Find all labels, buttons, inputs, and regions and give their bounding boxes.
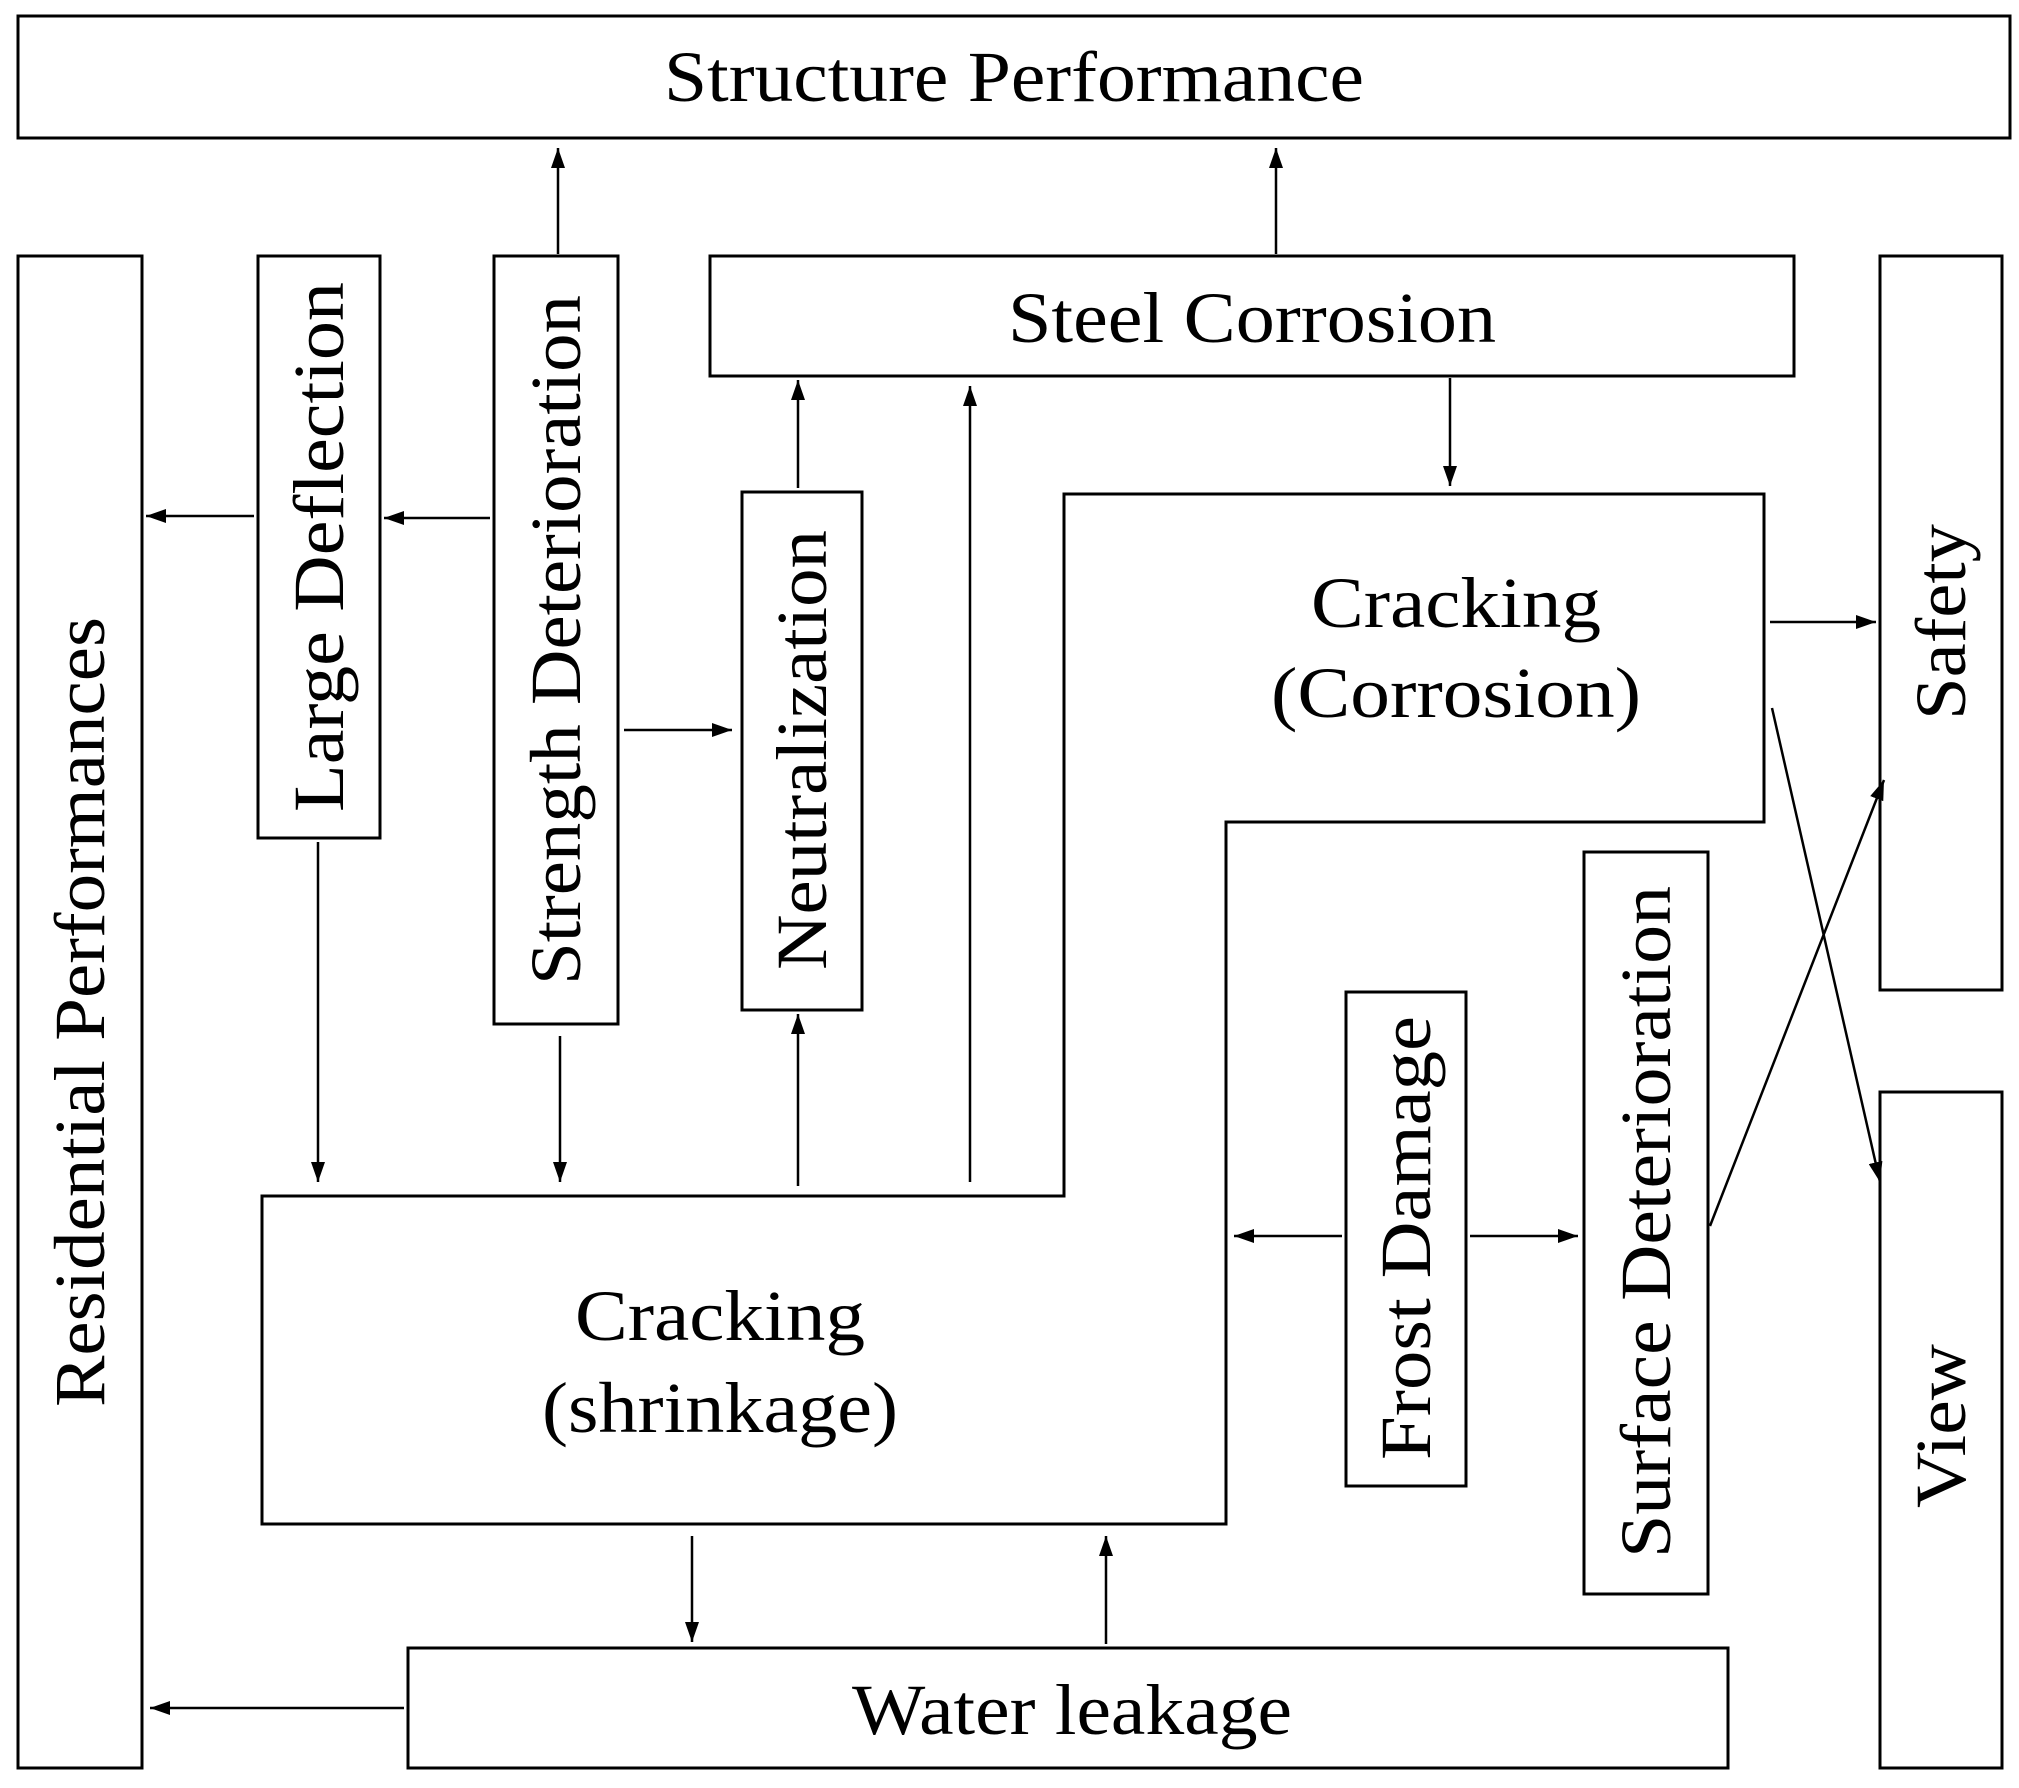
residential-performances-box: [16, 254, 144, 1770]
large-deflection-box: [256, 254, 382, 840]
cracking-shrinkage-label-line2: (shrinkage): [542, 1368, 898, 1448]
residential-performances-label: Residential Performances: [40, 617, 120, 1407]
cracking-region-outline: [260, 492, 1766, 1526]
neutralization-label: Neutralization: [762, 530, 842, 970]
arrow-cracking-corrosion-to-view: [1770, 707, 1883, 1183]
strength-deterioration-box: [492, 254, 620, 1026]
cracking-corrosion-label-line2: (Corrosion): [1271, 653, 1641, 733]
cracking-corrosion-label-line1: Cracking: [1311, 563, 1601, 643]
structure-performance-box: [16, 14, 2012, 140]
surface-deterioration-box: [1582, 850, 1710, 1596]
view-label: View: [1901, 1344, 1981, 1508]
neutralization-box: [740, 490, 864, 1012]
strength-deterioration-label: Strength Deterioration: [516, 295, 596, 985]
steel-corrosion-label: Steel Corrosion: [1008, 278, 1496, 358]
water-leakage-label: Water leakage: [852, 1670, 1292, 1750]
frost-damage-box: [1344, 990, 1468, 1488]
safety-box: [1878, 254, 2004, 992]
cracking-shrinkage-label-line1: Cracking: [575, 1276, 865, 1356]
surface-deterioration-label: Surface Deterioration: [1606, 886, 1686, 1558]
arrow-surface-to-safety: [1708, 779, 1886, 1227]
large-deflection-label: Large Deflection: [279, 282, 359, 812]
view-box: [1878, 1090, 2004, 1770]
structure-performance-label: Structure Performance: [664, 37, 1364, 117]
steel-corrosion-box: [708, 254, 1796, 378]
safety-label: Safety: [1901, 524, 1981, 720]
frost-damage-label: Frost Damage: [1366, 1016, 1446, 1460]
water-leakage-box: [406, 1646, 1730, 1770]
